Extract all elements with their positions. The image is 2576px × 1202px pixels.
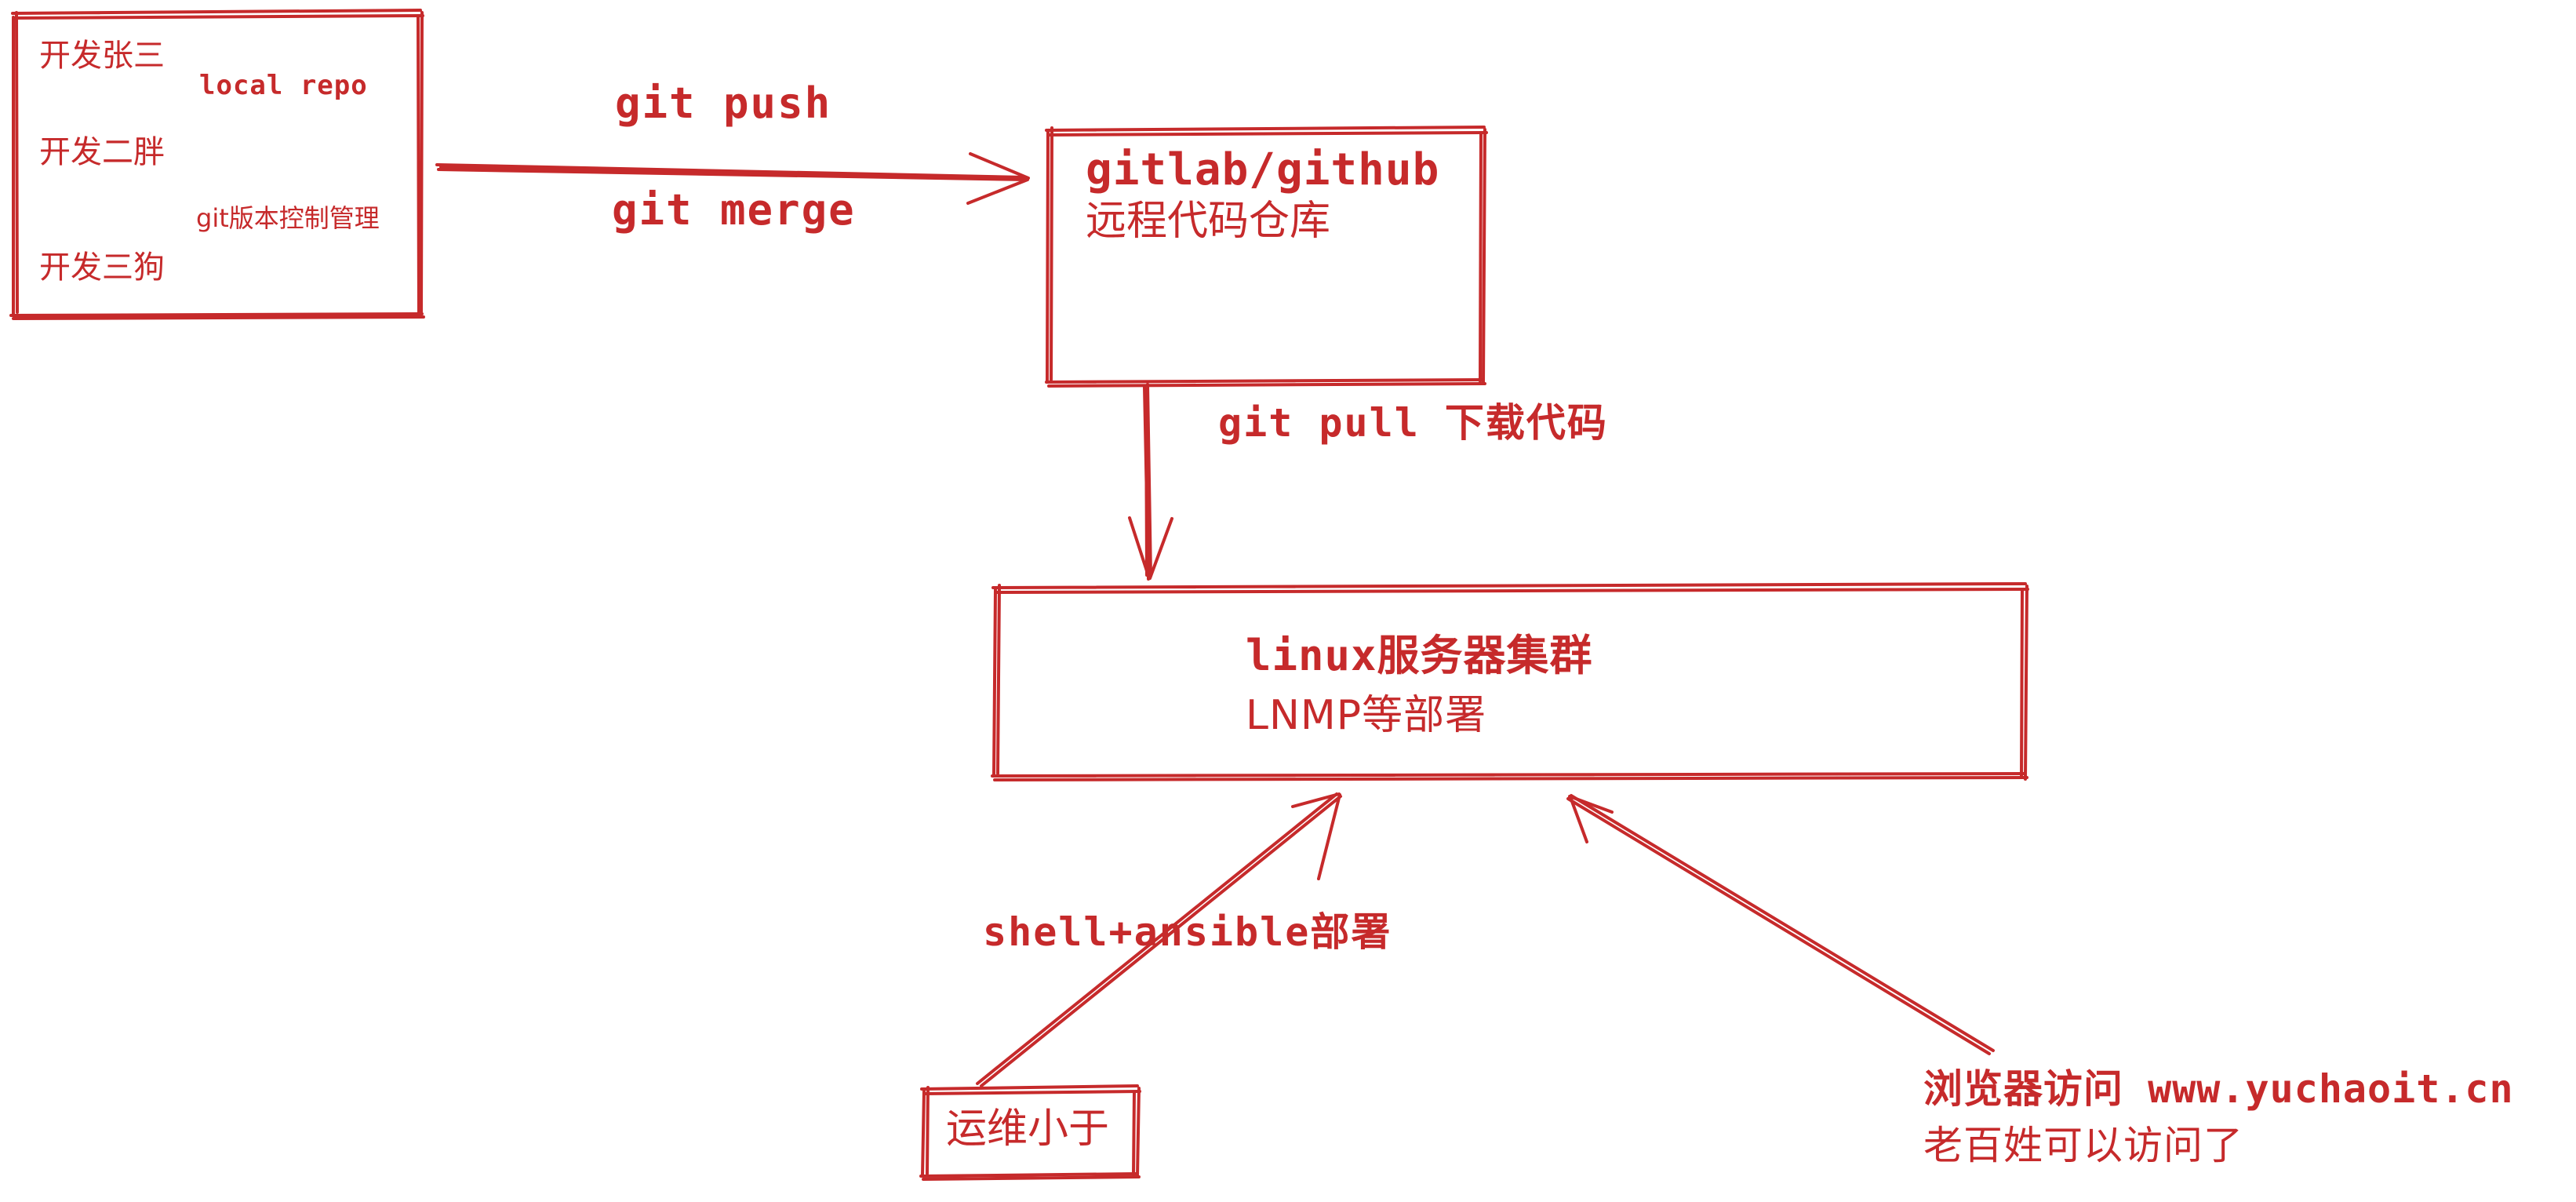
edge-label-git-merge: git merge — [612, 185, 856, 235]
remote-repo-title: gitlab/github — [1086, 144, 1440, 195]
browser-access-arrow — [1566, 794, 1995, 1055]
developer-name-2: 开发二胖 — [39, 134, 165, 170]
edge-label-git-push: git push — [615, 78, 832, 128]
browser-access-line-2: 老百姓可以访问了 — [1923, 1123, 2243, 1168]
server-box-outline — [991, 582, 2029, 781]
browser-access-line-1: 浏览器访问 www.yuchaoit.cn — [1923, 1066, 2514, 1112]
server-cluster-title: linux服务器集群 — [1246, 631, 1593, 680]
ops-engineer-label: 运维小于 — [946, 1105, 1110, 1153]
edge-label-git-pull: git pull 下载代码 — [1218, 400, 1608, 446]
developer-name-1: 开发张三 — [39, 38, 165, 74]
local-repo-label: local repo — [199, 70, 368, 101]
edge-label-shell-ansible-deploy: shell+ansible部署 — [983, 909, 1392, 955]
server-cluster-subtitle: LNMP等部署 — [1246, 692, 1487, 739]
remote-repo-subtitle: 远程代码仓库 — [1086, 198, 1331, 245]
developer-name-3: 开发三狗 — [39, 250, 165, 286]
pull-arrow — [1128, 383, 1173, 581]
git-version-control-label: git版本控制管理 — [196, 203, 380, 233]
